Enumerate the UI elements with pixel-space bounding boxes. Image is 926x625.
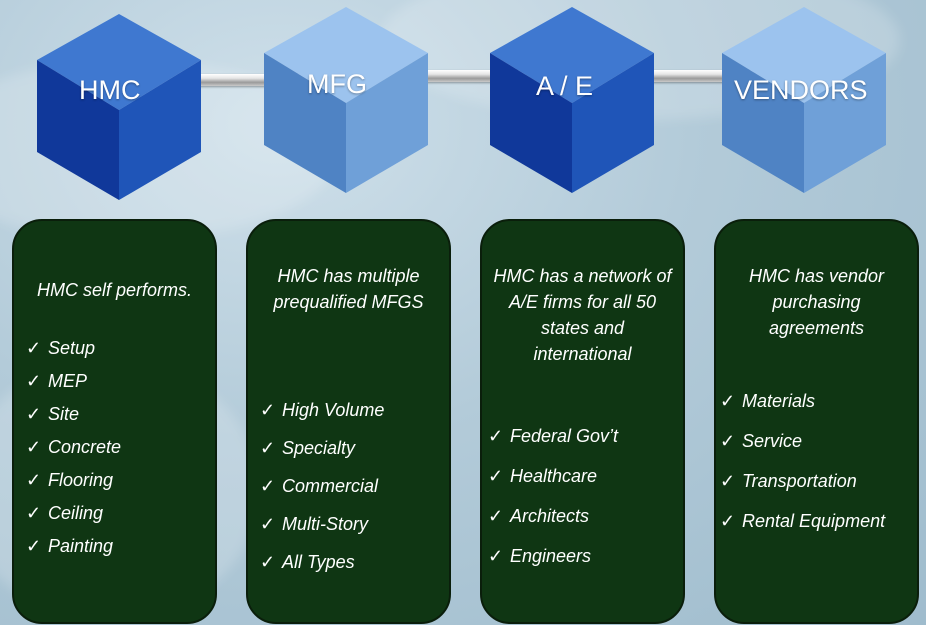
check-icon: ✓	[720, 511, 736, 531]
node-mfg: MFG	[262, 5, 430, 195]
node-label-hmc: HMC	[79, 75, 141, 105]
cube-hmc-icon	[37, 14, 201, 200]
panel-heading: HMC has vendor purchasing agreements	[748, 266, 885, 338]
list-item: ✓Engineers	[488, 536, 618, 576]
panel-heading: HMC self performs.	[36, 280, 193, 300]
check-icon: ✓	[720, 391, 736, 411]
check-icon: ✓	[488, 426, 504, 446]
check-icon: ✓	[26, 371, 42, 391]
list-item: ✓Federal Gov’t	[488, 416, 618, 456]
list-item: ✓High Volume	[260, 391, 384, 429]
panel-mfg: HMC has multiple prequalified MFGS ✓High…	[246, 219, 451, 624]
list-item: ✓MEP	[26, 365, 121, 398]
node-label-ae: A / E	[536, 71, 594, 101]
list-item: ✓Ceiling	[26, 497, 121, 530]
node-hmc: HMC	[35, 12, 203, 202]
list-item: ✓Concrete	[26, 431, 121, 464]
check-icon: ✓	[488, 546, 504, 566]
node-vendors: VENDORS	[720, 5, 888, 195]
panel-vendors: HMC has vendor purchasing agreements ✓Ma…	[714, 219, 919, 624]
check-icon: ✓	[720, 471, 736, 491]
check-icon: ✓	[260, 438, 276, 458]
check-icon: ✓	[488, 466, 504, 486]
panel-heading: HMC has a network of A/E firms for all 5…	[493, 266, 672, 364]
checklist: ✓Setup ✓MEP ✓Site ✓Concrete ✓Flooring ✓C…	[26, 332, 121, 563]
node-label-mfg: MFG	[307, 69, 367, 99]
cube-mfg-icon	[264, 7, 428, 193]
check-icon: ✓	[260, 400, 276, 420]
checklist: ✓Materials ✓Service ✓Transportation ✓Ren…	[720, 381, 885, 541]
list-item: ✓Specialty	[260, 429, 384, 467]
list-item: ✓Healthcare	[488, 456, 618, 496]
checklist: ✓Federal Gov’t ✓Healthcare ✓Architects ✓…	[488, 416, 618, 576]
check-icon: ✓	[720, 431, 736, 451]
check-icon: ✓	[260, 514, 276, 534]
list-item: ✓Service	[720, 421, 885, 461]
list-item: ✓All Types	[260, 543, 384, 581]
check-icon: ✓	[260, 476, 276, 496]
check-icon: ✓	[26, 536, 42, 556]
list-item: ✓Setup	[26, 332, 121, 365]
node-label-vendors: VENDORS	[734, 75, 868, 105]
list-item: ✓Site	[26, 398, 121, 431]
panel-ae: HMC has a network of A/E firms for all 5…	[480, 219, 685, 624]
list-item: ✓Painting	[26, 530, 121, 563]
node-ae: A / E	[488, 5, 656, 195]
list-item: ✓Transportation	[720, 461, 885, 501]
list-item: ✓Architects	[488, 496, 618, 536]
list-item: ✓Materials	[720, 381, 885, 421]
check-icon: ✓	[26, 470, 42, 490]
check-icon: ✓	[488, 506, 504, 526]
check-icon: ✓	[26, 404, 42, 424]
list-item: ✓Multi-Story	[260, 505, 384, 543]
check-icon: ✓	[26, 437, 42, 457]
check-icon: ✓	[26, 503, 42, 523]
list-item: ✓Flooring	[26, 464, 121, 497]
check-icon: ✓	[26, 338, 42, 358]
checklist: ✓High Volume ✓Specialty ✓Commercial ✓Mul…	[260, 391, 384, 581]
list-item: ✓Commercial	[260, 467, 384, 505]
panel-heading: HMC has multiple prequalified MFGS	[273, 266, 424, 312]
list-item: ✓Rental Equipment	[720, 501, 885, 541]
panel-hmc: HMC self performs. ✓Setup ✓MEP ✓Site ✓Co…	[12, 219, 217, 624]
cube-ae-icon	[490, 7, 654, 193]
check-icon: ✓	[260, 552, 276, 572]
cube-vendors-icon	[722, 7, 886, 193]
